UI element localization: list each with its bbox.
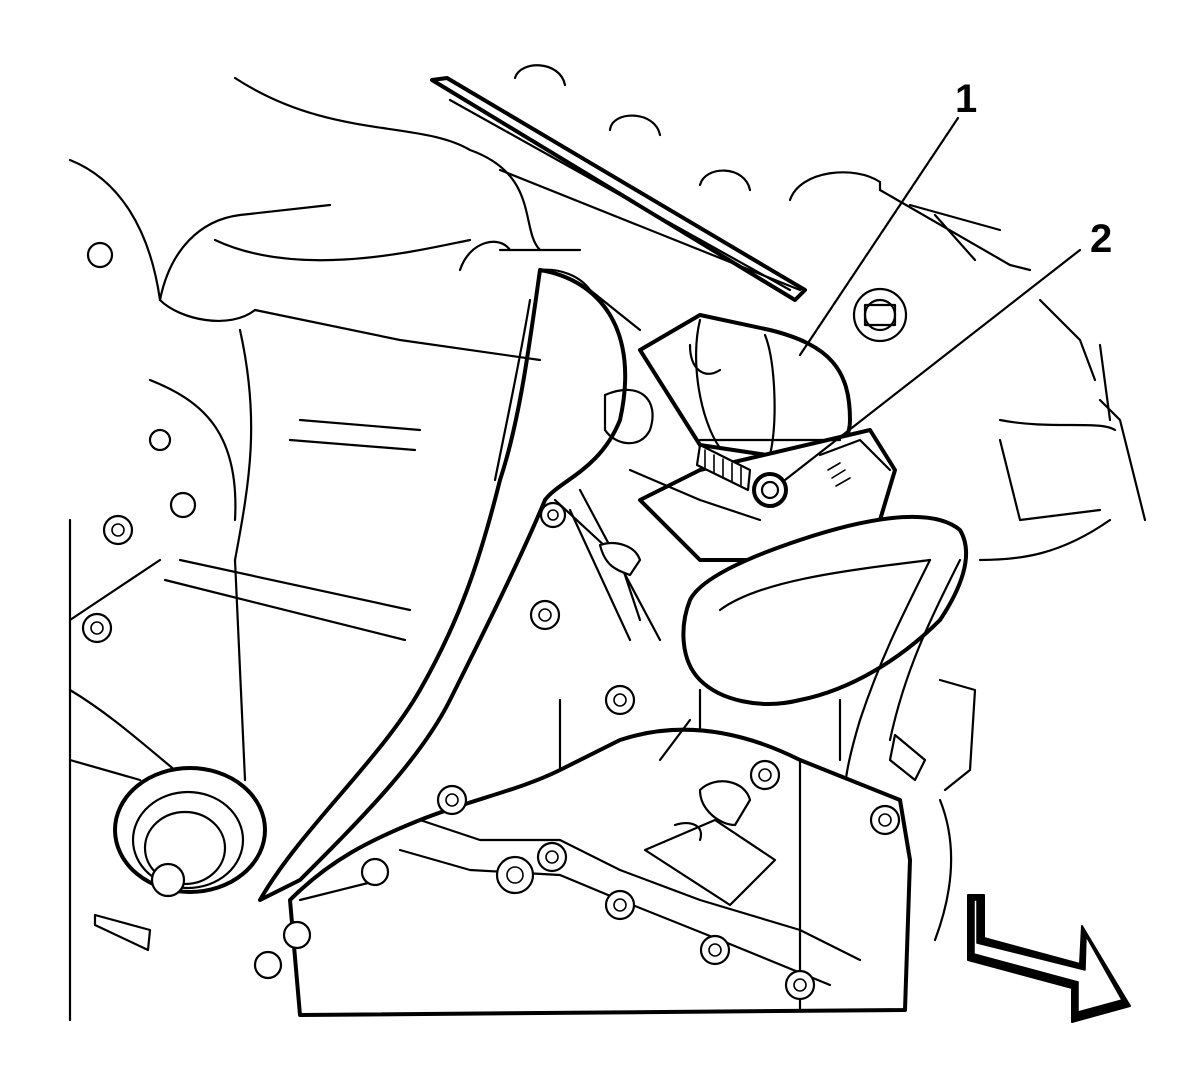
leader-line-1 — [798, 116, 960, 357]
leader-line-2 — [783, 248, 1082, 482]
callout-1: 1 — [955, 77, 977, 121]
engine-block-artwork — [68, 64, 1147, 1022]
callout-2: 2 — [1090, 217, 1112, 261]
front-direction-arrow-icon — [967, 894, 1131, 1023]
